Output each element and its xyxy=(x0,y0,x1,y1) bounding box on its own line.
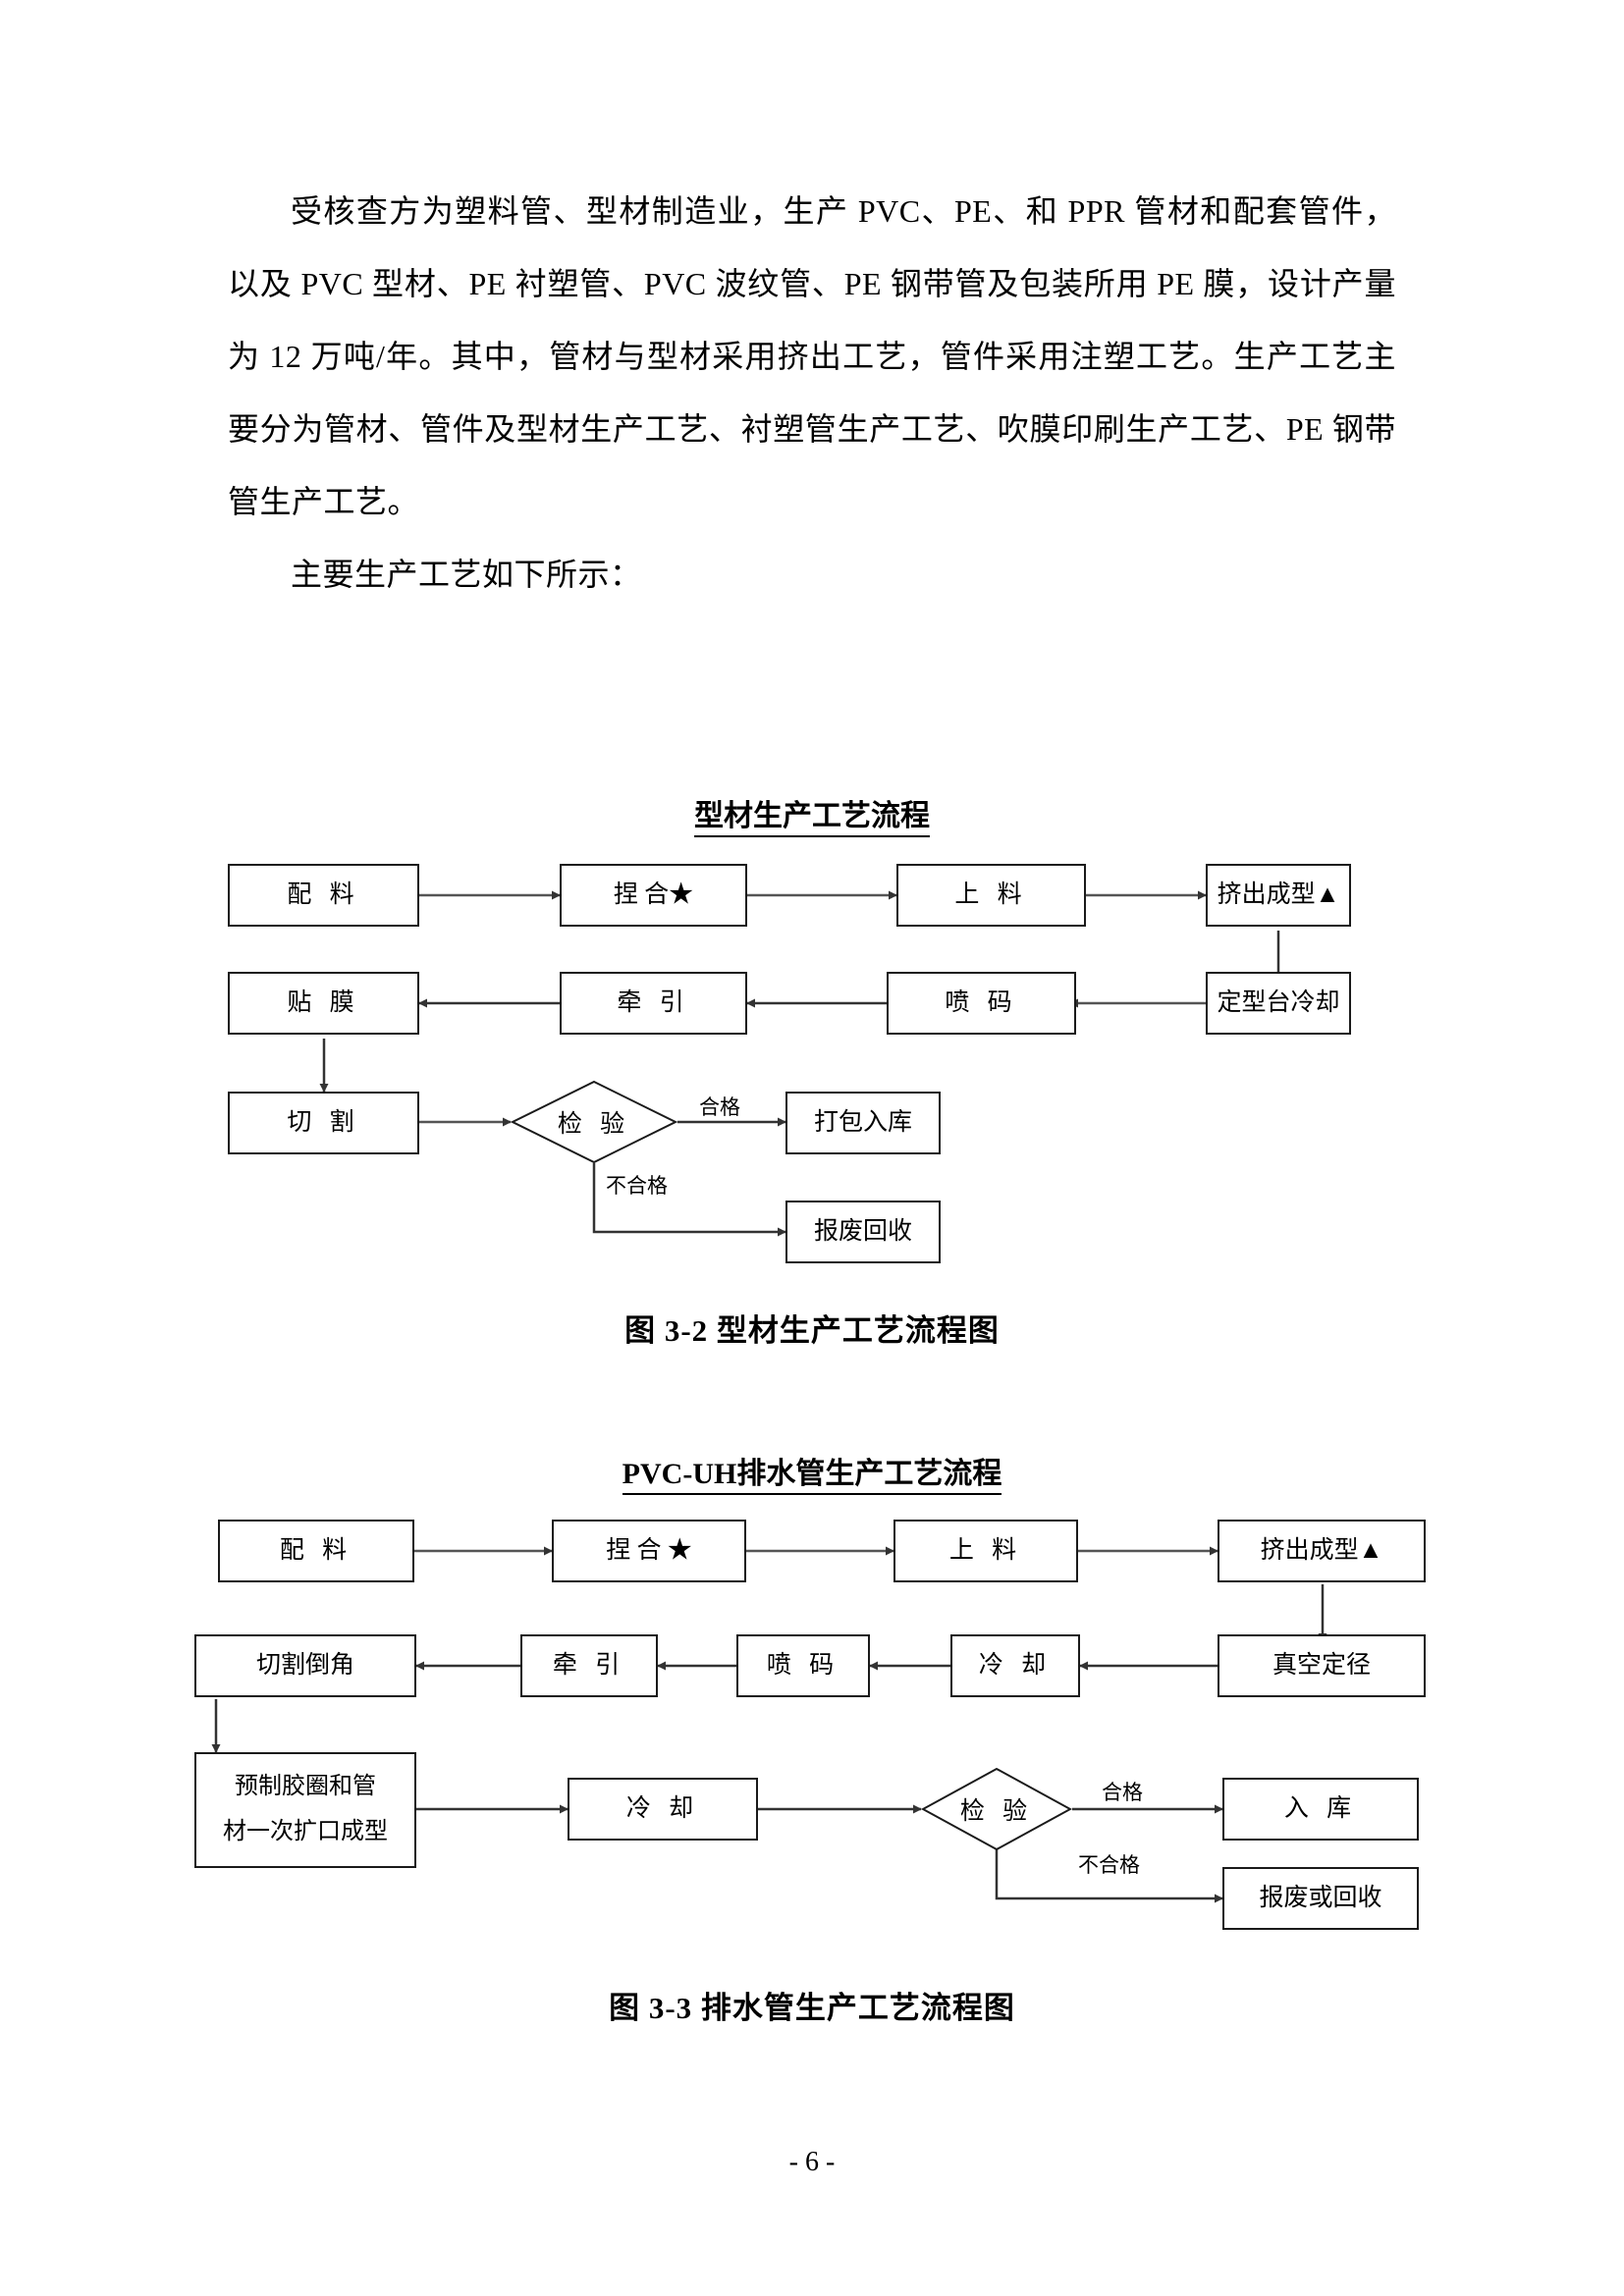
figure1-edge-label-fail: 不合格 xyxy=(606,1174,668,1198)
figure1-node-penma: 喷 码 xyxy=(887,972,1076,1035)
page-number: - 6 - xyxy=(788,2147,836,2177)
figure2-node-jianyan: 检 验 xyxy=(921,1767,1072,1851)
figure2-node-zhenkongdingjing: 真空定径 xyxy=(1218,1634,1426,1697)
figure2-node-baofeihuohuishou: 报废或回收 xyxy=(1222,1867,1419,1930)
figure1-title: 型材生产工艺流程 xyxy=(0,791,1624,837)
figure2-node-yuzhijiaoquan: 预制胶圈和管 材一次扩口成型 xyxy=(194,1752,416,1868)
figure2-node-shangliao: 上 料 xyxy=(893,1520,1078,1582)
figure1-node-qianyin: 牵 引 xyxy=(560,972,747,1035)
figure2-node-lengque-1: 冷 却 xyxy=(950,1634,1080,1697)
figure2-node-ruku: 入 库 xyxy=(1222,1778,1419,1841)
figure2-node-penma: 喷 码 xyxy=(736,1634,870,1697)
figure2-caption: 图 3-3 排水管生产工艺流程图 xyxy=(609,1991,1015,2025)
figure2-edge-label-pass: 合格 xyxy=(1102,1781,1143,1804)
figure1-node-peiliao: 配 料 xyxy=(228,864,419,927)
figure2-title-prefix: PVC-UH xyxy=(622,1458,737,1490)
paragraph-2: 主要生产工艺如下所示： xyxy=(291,557,642,592)
figure2-node-niehe: 捏 合 ★ xyxy=(552,1520,746,1582)
figure1-node-shangliao: 上 料 xyxy=(896,864,1086,927)
figure2-node-qiegedaojiao: 切割倒角 xyxy=(194,1634,416,1697)
figure1-node-jianyan: 检 验 xyxy=(511,1080,677,1164)
figure2-edge-label-fail: 不合格 xyxy=(1078,1853,1140,1877)
figure1-node-niehe: 捏 合★ xyxy=(560,864,747,927)
body-text-block: 受核查方为塑料管、型材制造业，生产 PVC、PE、和 PPR 管材和配套管件，以… xyxy=(228,175,1396,611)
figure1-node-baofeihuishou: 报废回收 xyxy=(785,1201,941,1263)
figure2-title-rest: 排水管生产工艺流程 xyxy=(736,1458,1002,1495)
figure1-caption: 图 3-2 型材生产工艺流程图 xyxy=(624,1313,1000,1348)
figure1-edge-label-pass: 合格 xyxy=(699,1095,740,1119)
figure2-node-jichuchengxing: 挤出成型▲ xyxy=(1218,1520,1426,1582)
figure1-node-dabaoruku: 打包入库 xyxy=(785,1092,941,1154)
figure2-node-qianyin: 牵 引 xyxy=(520,1634,658,1697)
figure2-node-peiliao: 配 料 xyxy=(218,1520,414,1582)
paragraph-1: 受核查方为塑料管、型材制造业，生产 PVC、PE、和 PPR 管材和配套管件，以… xyxy=(228,193,1396,519)
figure1-node-dingxingtailengque: 定型台冷却 xyxy=(1206,972,1351,1035)
figure1-node-qiege: 切 割 xyxy=(228,1092,419,1154)
figure1-node-jichuchengxing: 挤出成型▲ xyxy=(1206,864,1351,927)
figure1-node-tiemo: 贴 膜 xyxy=(228,972,419,1035)
figure2-node-lengque-2: 冷 却 xyxy=(568,1778,758,1841)
figure2-title: PVC-UH排水管生产工艺流程 xyxy=(0,1449,1624,1495)
